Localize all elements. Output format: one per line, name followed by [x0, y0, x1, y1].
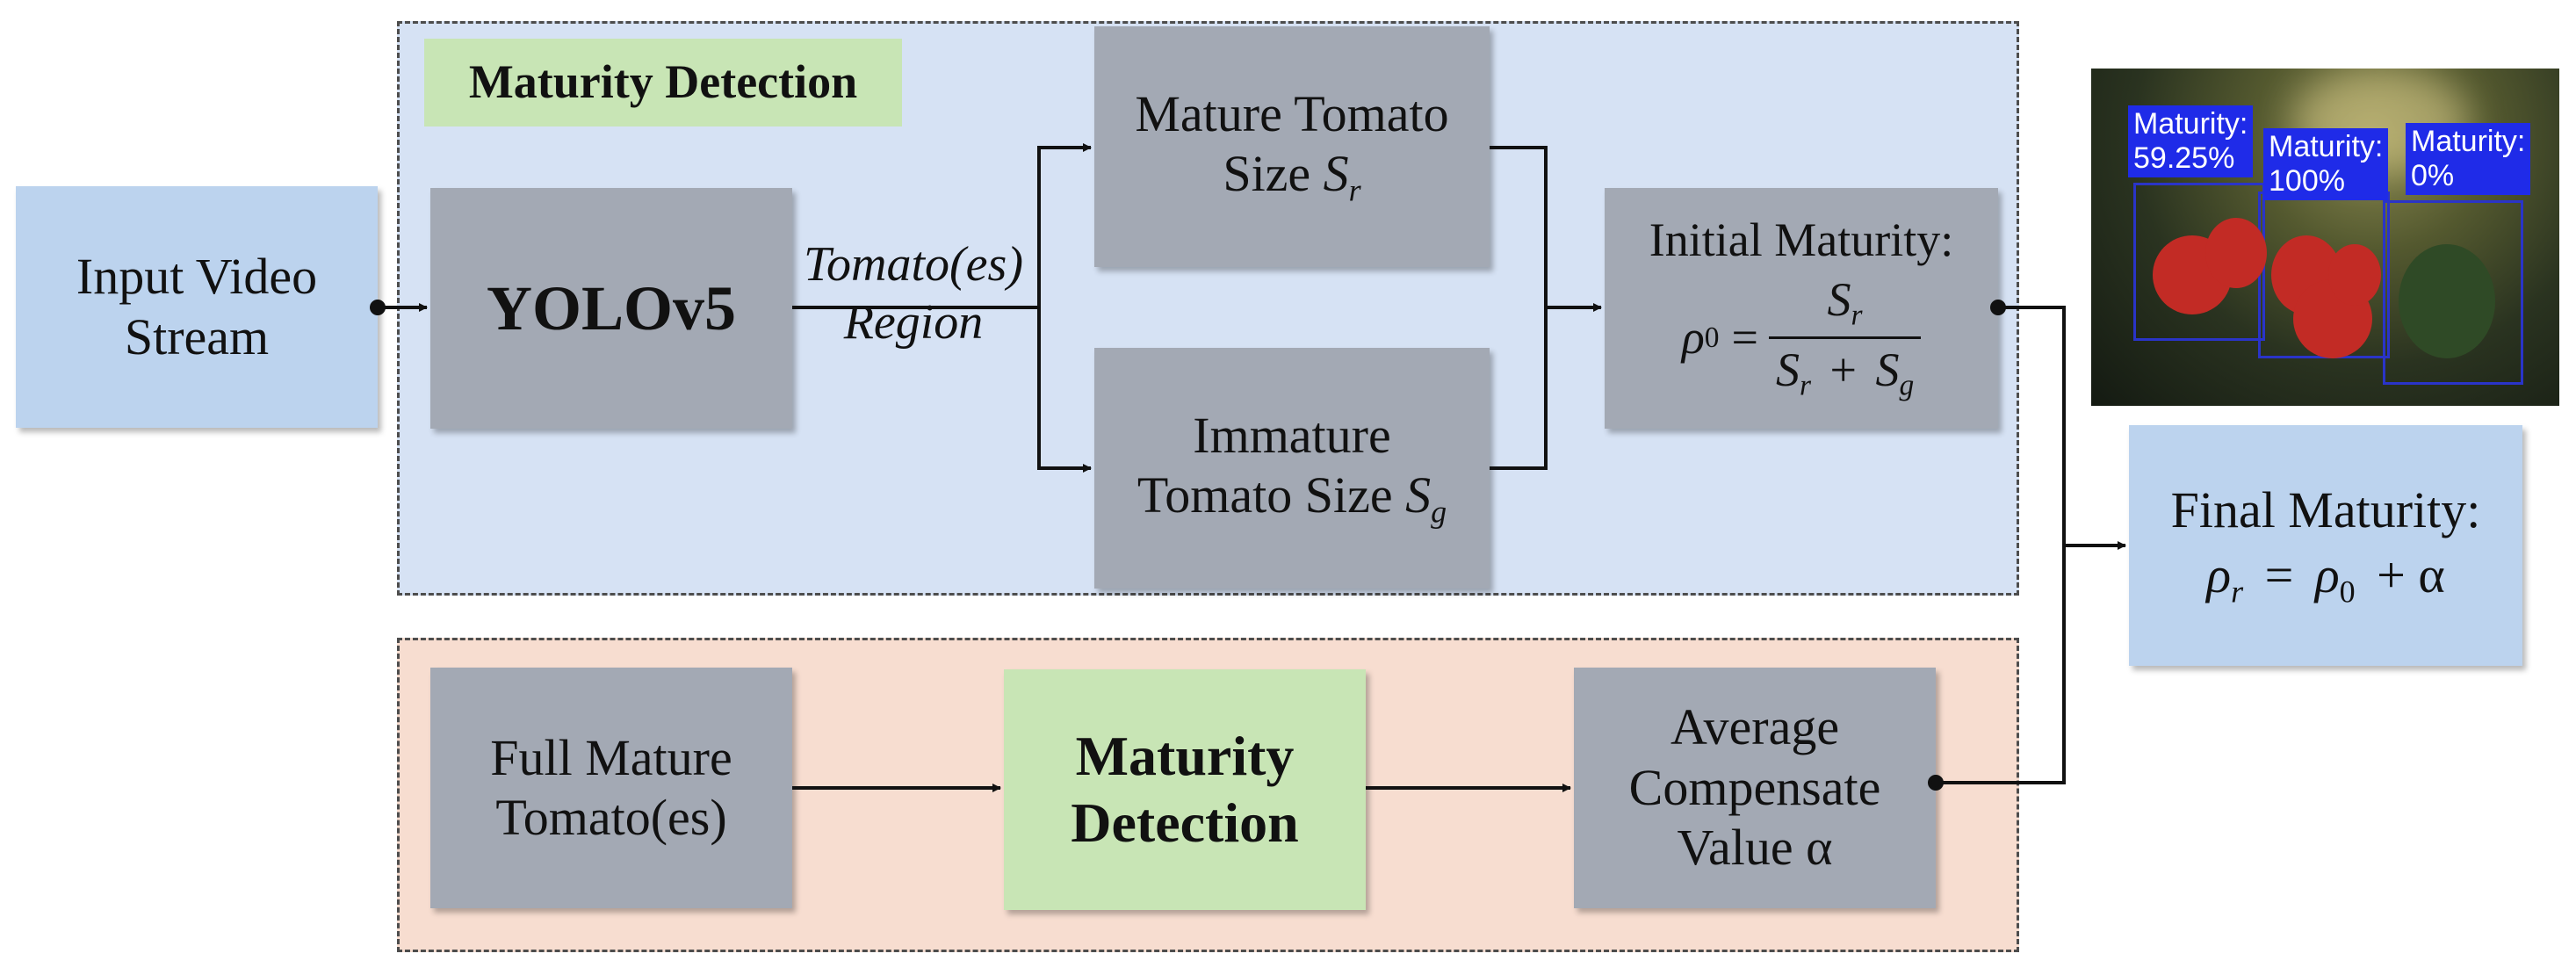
maturity-tag-1: Maturity: 59.25% — [2128, 105, 2254, 178]
maturity-detection-label: Maturity Detection — [424, 39, 902, 126]
arrow-split-to-mature — [1037, 143, 1092, 307]
maturity-tag-2: Maturity: 100% — [2263, 128, 2389, 201]
full-mature-tomatoes-box: Full Mature Tomato(es) — [430, 668, 792, 908]
average-compensate-value-box: Average Compensate Value α — [1574, 668, 1936, 908]
green-tomato — [2399, 244, 2495, 358]
tomato-5 — [2328, 244, 2381, 306]
detection-box-3 — [2383, 200, 2523, 385]
final-maturity-box: Final Maturity: ρr = ρ0 + α — [2129, 425, 2522, 666]
line-average-to-final — [1936, 545, 2066, 784]
maturity-tag-3: Maturity: 0% — [2406, 123, 2531, 196]
mature-tomato-size-box: Mature Tomato Size Sr — [1094, 26, 1490, 267]
tomato-detection-photo: Maturity: 59.25% Maturity: 100% Maturity… — [2091, 69, 2559, 406]
line-immature-to-merge — [1490, 307, 1548, 470]
tomato-region-label: Tomato(es) Region — [804, 237, 1023, 350]
tomato-2 — [2205, 218, 2267, 288]
yolov5-box: YOLOv5 — [430, 188, 792, 429]
maturity-detection-box: Maturity Detection — [1004, 669, 1366, 910]
arrow-split-to-immature — [1037, 307, 1092, 473]
immature-tomato-size-box: Immature Tomato Size Sg — [1094, 348, 1490, 589]
input-video-stream-box: Input Video Stream — [16, 186, 378, 428]
maturity-fraction: Sr Sr + Sg — [1768, 272, 1922, 403]
line-initial-to-final — [1998, 306, 2066, 545]
line-mature-to-merge — [1490, 146, 1548, 307]
